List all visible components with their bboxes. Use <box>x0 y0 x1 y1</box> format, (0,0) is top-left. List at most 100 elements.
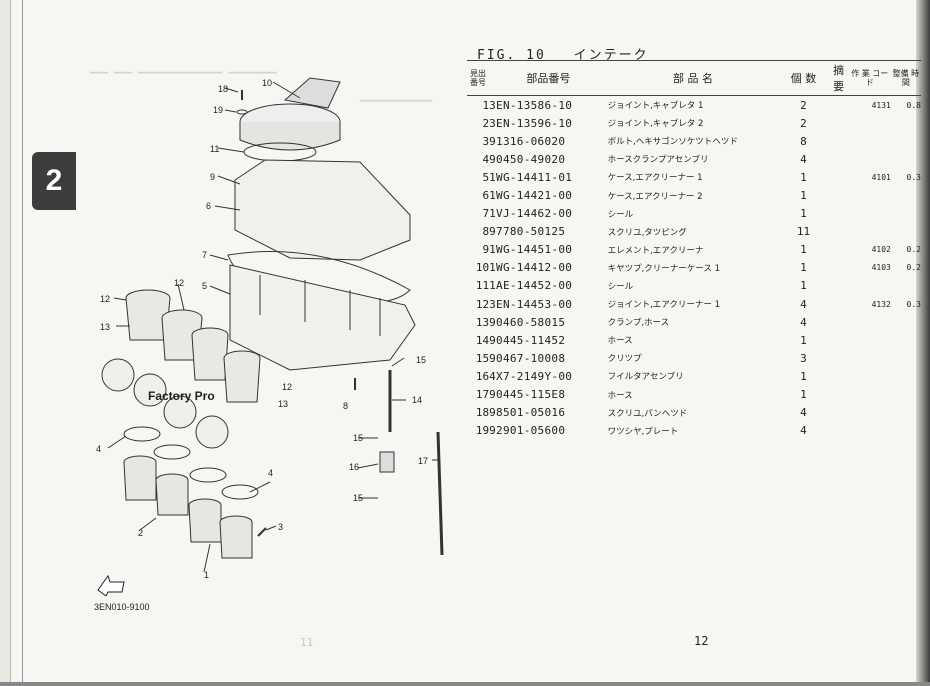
cell-work-time: 0.3 <box>906 172 921 182</box>
cell-ref-no: 10 <box>475 261 490 275</box>
cell-part-name: クランプ,ホース <box>607 318 670 329</box>
cell-ref-no: 6 <box>482 189 490 203</box>
cell-part-no: 3EN-14453-00 <box>489 297 573 311</box>
callout-13b: 13 <box>278 399 288 409</box>
cell-part-name: ボルト,ヘキサゴンソケツトヘツド <box>607 137 738 148</box>
cell-part-name: ケース,エアクリーナー 1 <box>607 173 703 184</box>
cell-remarks <box>829 331 849 349</box>
callout-15a: 15 <box>416 355 426 365</box>
cell-part-no: 4X7-2149Y-00 <box>489 369 573 383</box>
cell-part-name: クリツプ <box>607 354 642 365</box>
cell-qty: 1 <box>800 170 807 184</box>
callout-11: 11 <box>210 144 219 154</box>
cell-work-time <box>891 386 921 404</box>
cell-work-code: 4103 <box>871 263 891 273</box>
section-tab: 2 <box>32 152 76 210</box>
cell-work-time <box>891 150 921 168</box>
cell-remarks <box>829 404 849 422</box>
cell-qty: 4 <box>800 406 807 420</box>
cell-work-code <box>849 386 891 404</box>
cell-work-code <box>849 331 891 349</box>
cell-remarks <box>829 422 849 440</box>
callout-12b: 12 <box>174 278 184 288</box>
callout-17: 17 <box>418 456 428 466</box>
cell-work-code <box>849 132 891 150</box>
cell-work-code <box>849 150 891 168</box>
callout-7: 7 <box>202 250 207 260</box>
cell-work-time <box>891 422 921 440</box>
callout-1: 1 <box>204 570 209 580</box>
bleed-through-text: ━━━ ━━━ ━━━━━━━━━━━━━━ ━━━━━━━━ <box>90 68 277 79</box>
callout-14: 14 <box>412 395 422 405</box>
cell-part-no: 97780-50125 <box>489 225 566 239</box>
air-cleaner-joints <box>125 289 261 403</box>
page-edge-shadow <box>916 0 930 686</box>
figure-label: FIG. 10 <box>477 48 546 63</box>
cell-part-no: 90445-115E8 <box>489 388 566 402</box>
cell-part-no: 92901-05600 <box>489 424 566 438</box>
cell-ref-no: 15 <box>475 351 490 365</box>
callout-6: 6 <box>206 201 211 211</box>
cell-part-name: ジョイント,エアクリーナー 1 <box>607 300 720 311</box>
cell-work-time <box>891 205 921 223</box>
carburetor-joints <box>123 455 253 559</box>
cell-part-no: 1VJ-14462-00 <box>489 207 573 221</box>
cell-remarks <box>829 259 849 277</box>
cell-remarks <box>829 313 849 331</box>
cell-ref-no: 3 <box>482 134 490 148</box>
cell-part-no: 91316-06020 <box>489 134 566 148</box>
header-work-code: 作 業 コード <box>848 60 891 96</box>
cell-qty: 1 <box>800 369 807 383</box>
cell-qty: 2 <box>800 116 807 130</box>
cell-qty: 8 <box>800 134 807 148</box>
cell-part-name: スクリユ,タツピング <box>607 227 687 238</box>
fuel-filter <box>379 451 395 473</box>
callout-16: 16 <box>349 462 359 472</box>
cell-qty: 4 <box>800 152 807 166</box>
air-cleaner-case-lower <box>229 264 416 371</box>
cell-part-no: 1WG-14412-00 <box>489 261 573 275</box>
cell-remarks <box>829 205 849 223</box>
cell-ref-no: 4 <box>482 152 490 166</box>
cell-part-no: 1WG-14421-00 <box>489 189 573 203</box>
cell-ref-no: 5 <box>482 170 490 184</box>
cell-work-code <box>849 277 891 295</box>
cell-part-name: キヤツプ,クリーナーケース 1 <box>607 263 720 274</box>
cell-work-time <box>891 349 921 367</box>
callout-2: 2 <box>138 528 143 538</box>
callout-12a: 12 <box>100 294 110 304</box>
air-cleaner-case-upper <box>234 159 411 261</box>
cell-part-name: ジョイント,キャブレタ 2 <box>607 119 704 130</box>
parts-table: 見出 番号 部品番号 部 品 名 個 数 摘 要 作 業 コード 整備 時間 1… <box>467 60 921 440</box>
cell-work-code: 4132 <box>871 299 891 309</box>
cell-remarks <box>829 223 849 241</box>
cell-ref-no: 17 <box>475 388 490 402</box>
cell-part-no: 3EN-13586-10 <box>489 98 573 112</box>
exploded-view-diagram: 18 19 10 11 9 6 7 5 12 12 13 12 13 15 14… <box>96 77 444 580</box>
forward-arrow-icon <box>97 574 125 596</box>
cell-qty: 11 <box>796 225 811 239</box>
carburetor-bodies <box>101 358 229 449</box>
cell-remarks <box>829 277 849 295</box>
page-bottom-edge <box>0 682 930 686</box>
figure-name: インテーク <box>573 48 649 63</box>
header-part-no: 部品番号 <box>489 60 608 96</box>
cell-remarks <box>829 386 849 404</box>
cell-qty: 2 <box>800 98 807 112</box>
cell-part-no: 90450-49020 <box>489 152 566 166</box>
cell-part-no: 1WG-14411-01 <box>489 170 573 184</box>
header-work-time: 整備 時間 <box>890 60 921 96</box>
cell-ref-no: 13 <box>475 315 490 329</box>
cell-qty: 1 <box>800 279 807 293</box>
washer-19 <box>236 109 248 115</box>
cell-part-no: 1AE-14452-00 <box>489 279 573 293</box>
